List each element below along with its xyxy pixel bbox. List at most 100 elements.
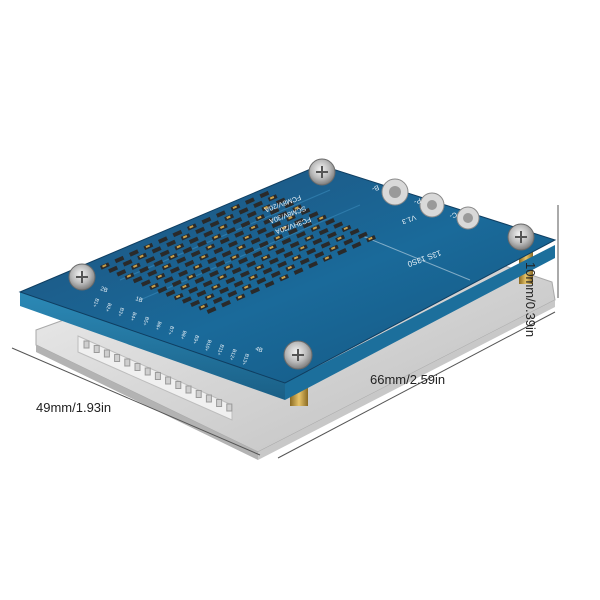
smd-pad <box>102 264 107 268</box>
smd-component <box>296 231 306 239</box>
smd-pad <box>250 275 255 279</box>
smd-component <box>306 247 317 256</box>
smd-pad <box>275 235 280 240</box>
smd-pad <box>337 236 342 240</box>
smd-component <box>227 240 238 248</box>
smd-component <box>108 265 119 274</box>
smd-pad <box>189 225 194 229</box>
smd-component <box>215 210 226 218</box>
smd-component <box>219 286 230 295</box>
smd-component <box>207 256 218 265</box>
smd-pad <box>151 284 156 288</box>
smd-pad <box>244 235 250 240</box>
smd-component <box>114 255 125 264</box>
smd-pad <box>318 216 324 220</box>
smd-pad <box>175 294 181 299</box>
smd-pad <box>157 274 163 279</box>
balance-connector <box>77 335 233 421</box>
smd-component <box>351 241 362 249</box>
smd-pad <box>188 274 193 279</box>
smd-component <box>283 250 294 259</box>
smd-component <box>262 267 273 275</box>
smd-component <box>349 228 360 236</box>
cell-pin-label: B10+ <box>203 339 213 352</box>
smd-component <box>141 279 151 287</box>
smd-component <box>221 250 232 258</box>
smd-component <box>219 236 230 245</box>
dimension-length-label: 66mm/2.59in <box>370 372 446 387</box>
smd-pad <box>219 275 224 279</box>
smd-pad <box>200 304 205 309</box>
smd-component <box>213 246 224 255</box>
smd-component <box>314 251 325 259</box>
smd-pad <box>294 206 299 210</box>
smd-component <box>337 248 347 256</box>
smd-pad <box>225 265 231 269</box>
smd-component <box>269 207 280 215</box>
cell-pin-label: B8+ <box>179 330 188 341</box>
smd-pad <box>263 205 268 210</box>
smd-component <box>221 300 231 308</box>
smd-component <box>308 211 319 219</box>
smd-pad <box>281 226 287 230</box>
smd-pad <box>288 216 293 220</box>
smd-component <box>308 261 318 269</box>
smd-pad <box>170 254 175 259</box>
silk-pin-header-3: 2B <box>99 286 108 294</box>
silk-port-c: C- <box>448 210 458 219</box>
silk-port-b: B- <box>370 183 380 192</box>
smd-pad <box>126 274 132 278</box>
smd-component <box>190 249 201 258</box>
smd-pad <box>262 255 268 260</box>
smd-pad <box>269 196 275 200</box>
smd-pad <box>194 265 200 269</box>
cell-pin-label: B1+ <box>91 297 100 308</box>
smd-component <box>201 216 212 225</box>
smd-component <box>188 286 199 294</box>
cell-pin-label: B11+ <box>215 343 225 356</box>
connector-pin <box>216 399 223 407</box>
dimension-width-label: 49mm/1.93in <box>36 400 112 415</box>
connector-pin <box>103 349 110 358</box>
smd-component-array <box>100 190 376 314</box>
connector-pin <box>165 376 172 385</box>
silk-version: V1.3 <box>401 213 417 225</box>
silk-pin-header-2: 1B <box>134 296 143 304</box>
smd-component <box>263 217 274 225</box>
smd-pad <box>213 285 218 289</box>
connector-pin <box>185 385 192 394</box>
connector-pins <box>83 340 233 412</box>
smd-pad <box>281 275 286 280</box>
connector-pin <box>175 381 182 389</box>
cell-pin-labels: B1+B2+B3+B4+B5+B6+B7+B8+B9+B10+B11+B12+B… <box>91 297 250 365</box>
smd-component <box>225 276 236 285</box>
smd-pad <box>250 225 256 230</box>
smd-component <box>284 201 294 209</box>
smd-component <box>252 250 263 258</box>
smd-component <box>246 210 257 218</box>
cell-pin-label: B13+ <box>240 353 250 366</box>
smd-component <box>200 266 211 274</box>
cell-pin-label: B9+ <box>191 334 200 345</box>
connector-pin <box>124 358 131 367</box>
smd-component <box>226 227 236 235</box>
cell-pin-label: B5+ <box>141 316 150 327</box>
smd-component <box>116 269 127 277</box>
connector-pin <box>154 372 161 380</box>
smd-pad <box>182 284 187 289</box>
connector-pin <box>83 340 90 349</box>
smd-pad <box>207 245 212 249</box>
smd-pad <box>139 254 144 258</box>
dimension-arrow-icon <box>11 205 559 459</box>
smd-pad <box>343 226 349 231</box>
smd-component <box>209 270 219 278</box>
smd-component <box>265 230 276 239</box>
smd-component <box>157 236 168 244</box>
smd-pad <box>293 256 299 260</box>
smd-pad <box>237 295 243 299</box>
smd-pad <box>219 225 225 229</box>
smd-component <box>171 279 182 287</box>
smd-component <box>182 246 193 254</box>
smd-pad <box>324 256 330 260</box>
smd-component <box>270 270 281 278</box>
